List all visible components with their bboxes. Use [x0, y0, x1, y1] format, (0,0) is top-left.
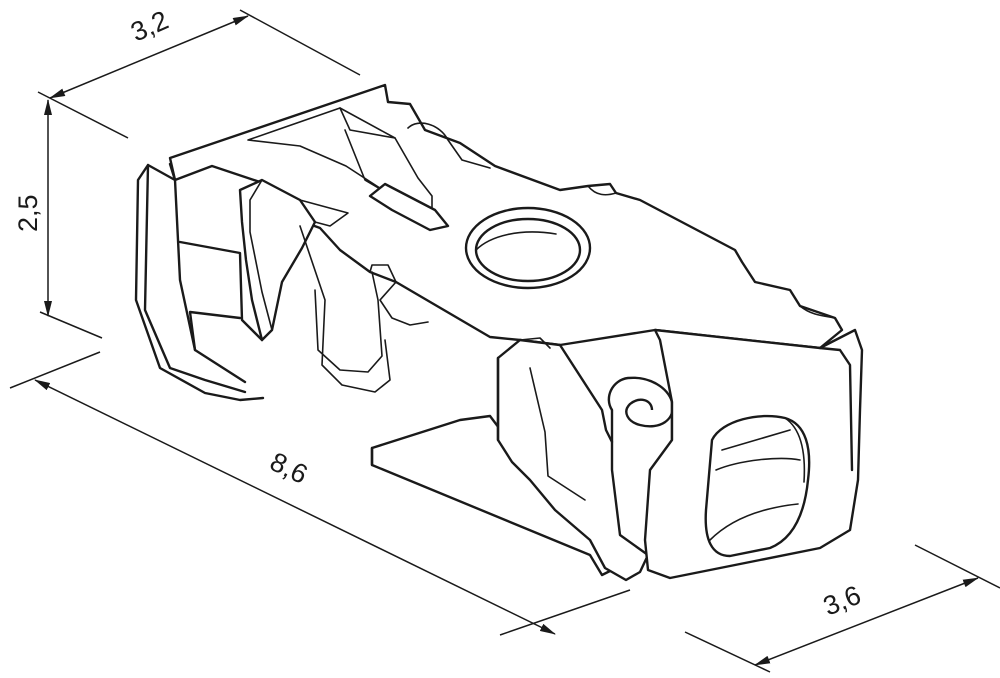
diagonal-slot	[247, 107, 433, 211]
crimp-curl	[607, 376, 674, 428]
left-cage	[134, 163, 265, 402]
dimension-height: 2,5	[13, 99, 103, 339]
wire-opening	[704, 414, 811, 558]
dimension-label-height: 2,5	[13, 194, 43, 232]
screw-hole-inner	[474, 217, 582, 283]
latch-tab	[368, 182, 450, 232]
dimension-label-top-width: 3,2	[126, 5, 173, 48]
spring-contact	[238, 178, 317, 342]
dimension-label-bottom-width: 3,6	[819, 580, 865, 622]
dimension-label-length: 8,6	[265, 446, 312, 489]
front-box	[496, 338, 650, 582]
connector-part	[134, 83, 864, 582]
